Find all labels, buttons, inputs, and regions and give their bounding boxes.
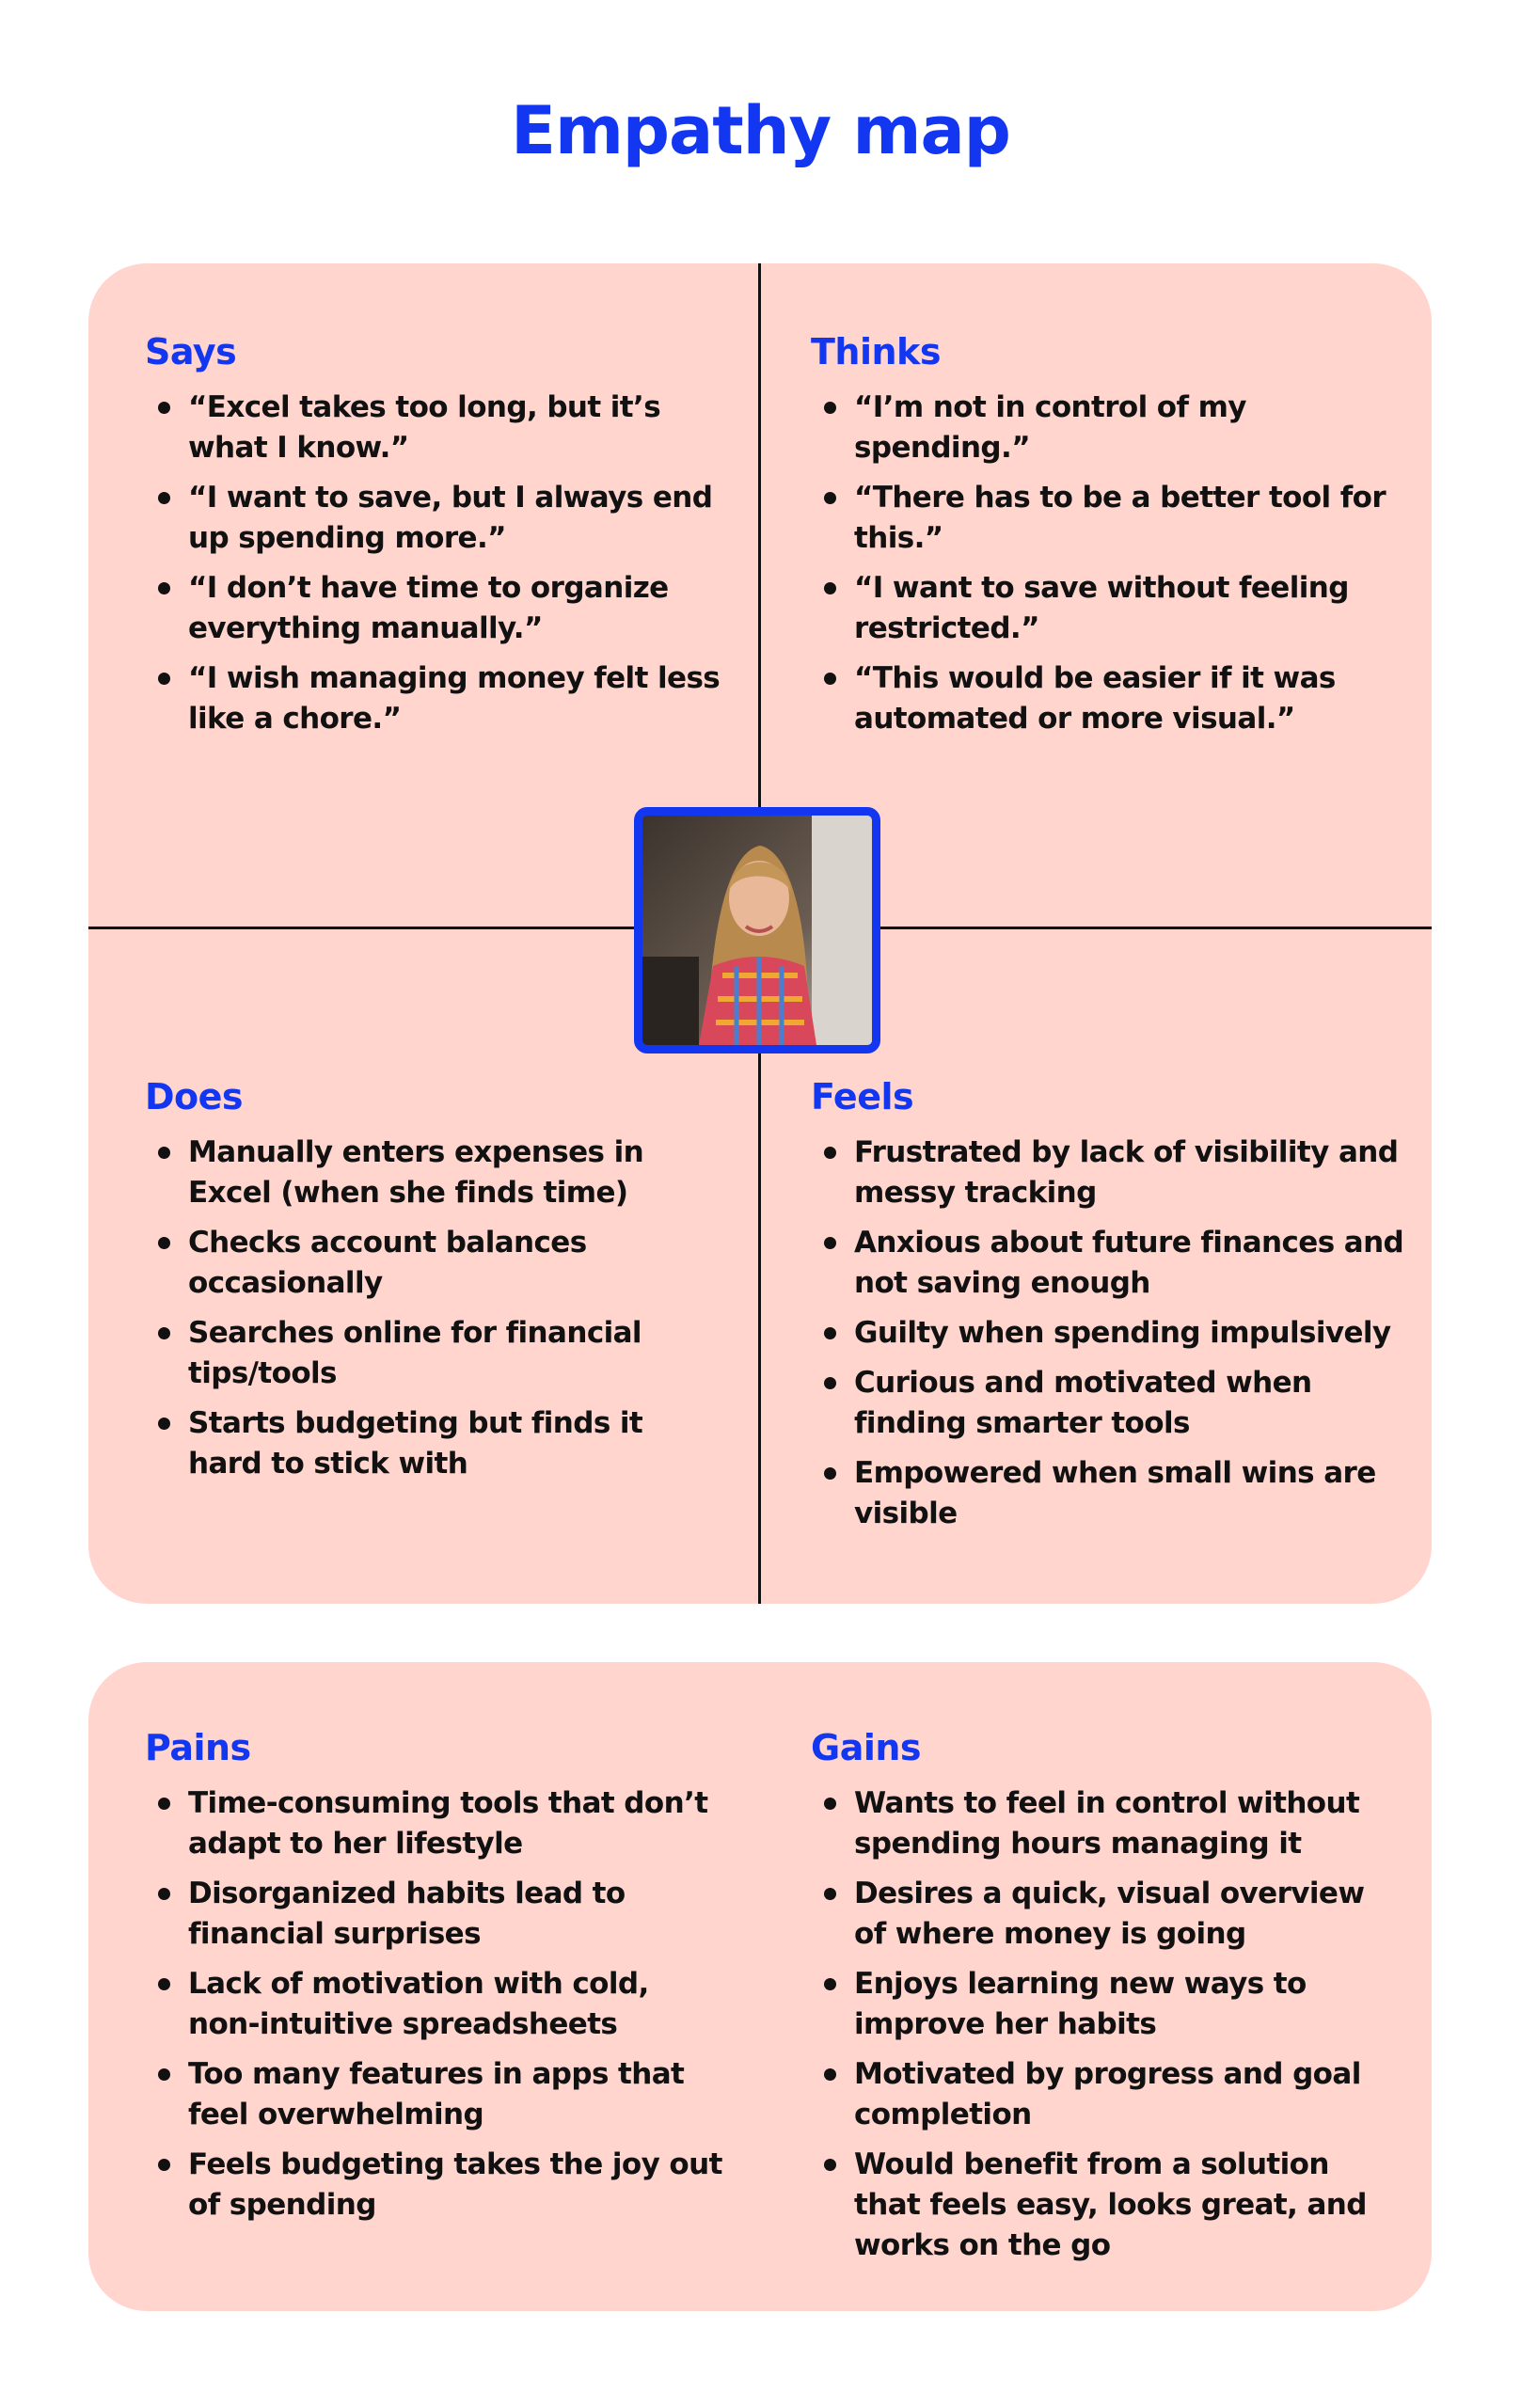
- list-item: “This would be easier if it was automate…: [811, 658, 1394, 739]
- list-item: “I want to save without feeling restrict…: [811, 568, 1394, 649]
- feels-list: Frustrated by lack of visibility and mes…: [811, 1133, 1413, 1534]
- persona-portrait-icon: [642, 816, 872, 1045]
- list-item: Manually enters expenses in Excel (when …: [145, 1133, 709, 1213]
- thinks-heading: Thinks: [811, 331, 941, 372]
- pains-gains-card: [88, 1662, 1432, 2311]
- list-item: Desires a quick, visual overview of wher…: [811, 1874, 1394, 1955]
- list-item: Searches online for financial tips/tools: [145, 1313, 709, 1394]
- gains-section: Gains Wants to feel in control without s…: [811, 1725, 1394, 2275]
- list-item: Would benefit from a solution that feels…: [811, 2145, 1394, 2266]
- list-item: Disorganized habits lead to financial su…: [145, 1874, 728, 1955]
- list-item: “I wish managing money felt less like a …: [145, 658, 747, 739]
- persona-photo: [634, 807, 880, 1054]
- feels-section: Feels Frustrated by lack of visibility a…: [811, 1074, 1413, 1544]
- list-item: Frustrated by lack of visibility and mes…: [811, 1133, 1413, 1213]
- list-item: “I don’t have time to organize everythin…: [145, 568, 747, 649]
- gains-list: Wants to feel in control without spendin…: [811, 1783, 1394, 2266]
- pains-list: Time-consuming tools that don’t adapt to…: [145, 1783, 728, 2226]
- does-heading: Does: [145, 1076, 244, 1117]
- list-item: “I’m not in control of my spending.”: [811, 388, 1394, 468]
- list-item: Lack of motivation with cold, non-intuit…: [145, 1964, 728, 2045]
- list-item: Anxious about future finances and not sa…: [811, 1223, 1413, 1304]
- list-item: Wants to feel in control without spendin…: [811, 1783, 1394, 1864]
- list-item: Enjoys learning new ways to improve her …: [811, 1964, 1394, 2045]
- page-title: Empathy map: [511, 92, 1011, 169]
- says-section: Says “Excel takes too long, but it’s wha…: [145, 329, 747, 749]
- list-item: Feels budgeting takes the joy out of spe…: [145, 2145, 728, 2226]
- list-item: Motivated by progress and goal completio…: [811, 2054, 1394, 2135]
- list-item: Checks account balances occasionally: [145, 1223, 709, 1304]
- list-item: “Excel takes too long, but it’s what I k…: [145, 388, 747, 468]
- gains-heading: Gains: [811, 1727, 922, 1768]
- says-list: “Excel takes too long, but it’s what I k…: [145, 388, 747, 739]
- list-item: “There has to be a better tool for this.…: [811, 478, 1394, 559]
- does-section: Does Manually enters expenses in Excel (…: [145, 1074, 709, 1494]
- list-item: Time-consuming tools that don’t adapt to…: [145, 1783, 728, 1864]
- says-heading: Says: [145, 331, 237, 372]
- list-item: Starts budgeting but finds it hard to st…: [145, 1403, 709, 1484]
- list-item: Too many features in apps that feel over…: [145, 2054, 728, 2135]
- list-item: Empowered when small wins are visible: [811, 1453, 1413, 1534]
- list-item: “I want to save, but I always end up spe…: [145, 478, 747, 559]
- does-list: Manually enters expenses in Excel (when …: [145, 1133, 709, 1484]
- feels-heading: Feels: [811, 1076, 914, 1117]
- pains-section: Pains Time-consuming tools that don’t ad…: [145, 1725, 728, 2235]
- list-item: Curious and motivated when finding smart…: [811, 1363, 1413, 1444]
- pains-heading: Pains: [145, 1727, 251, 1768]
- thinks-list: “I’m not in control of my spending.” “Th…: [811, 388, 1394, 739]
- thinks-section: Thinks “I’m not in control of my spendin…: [811, 329, 1394, 749]
- list-item: Guilty when spending impulsively: [811, 1313, 1413, 1354]
